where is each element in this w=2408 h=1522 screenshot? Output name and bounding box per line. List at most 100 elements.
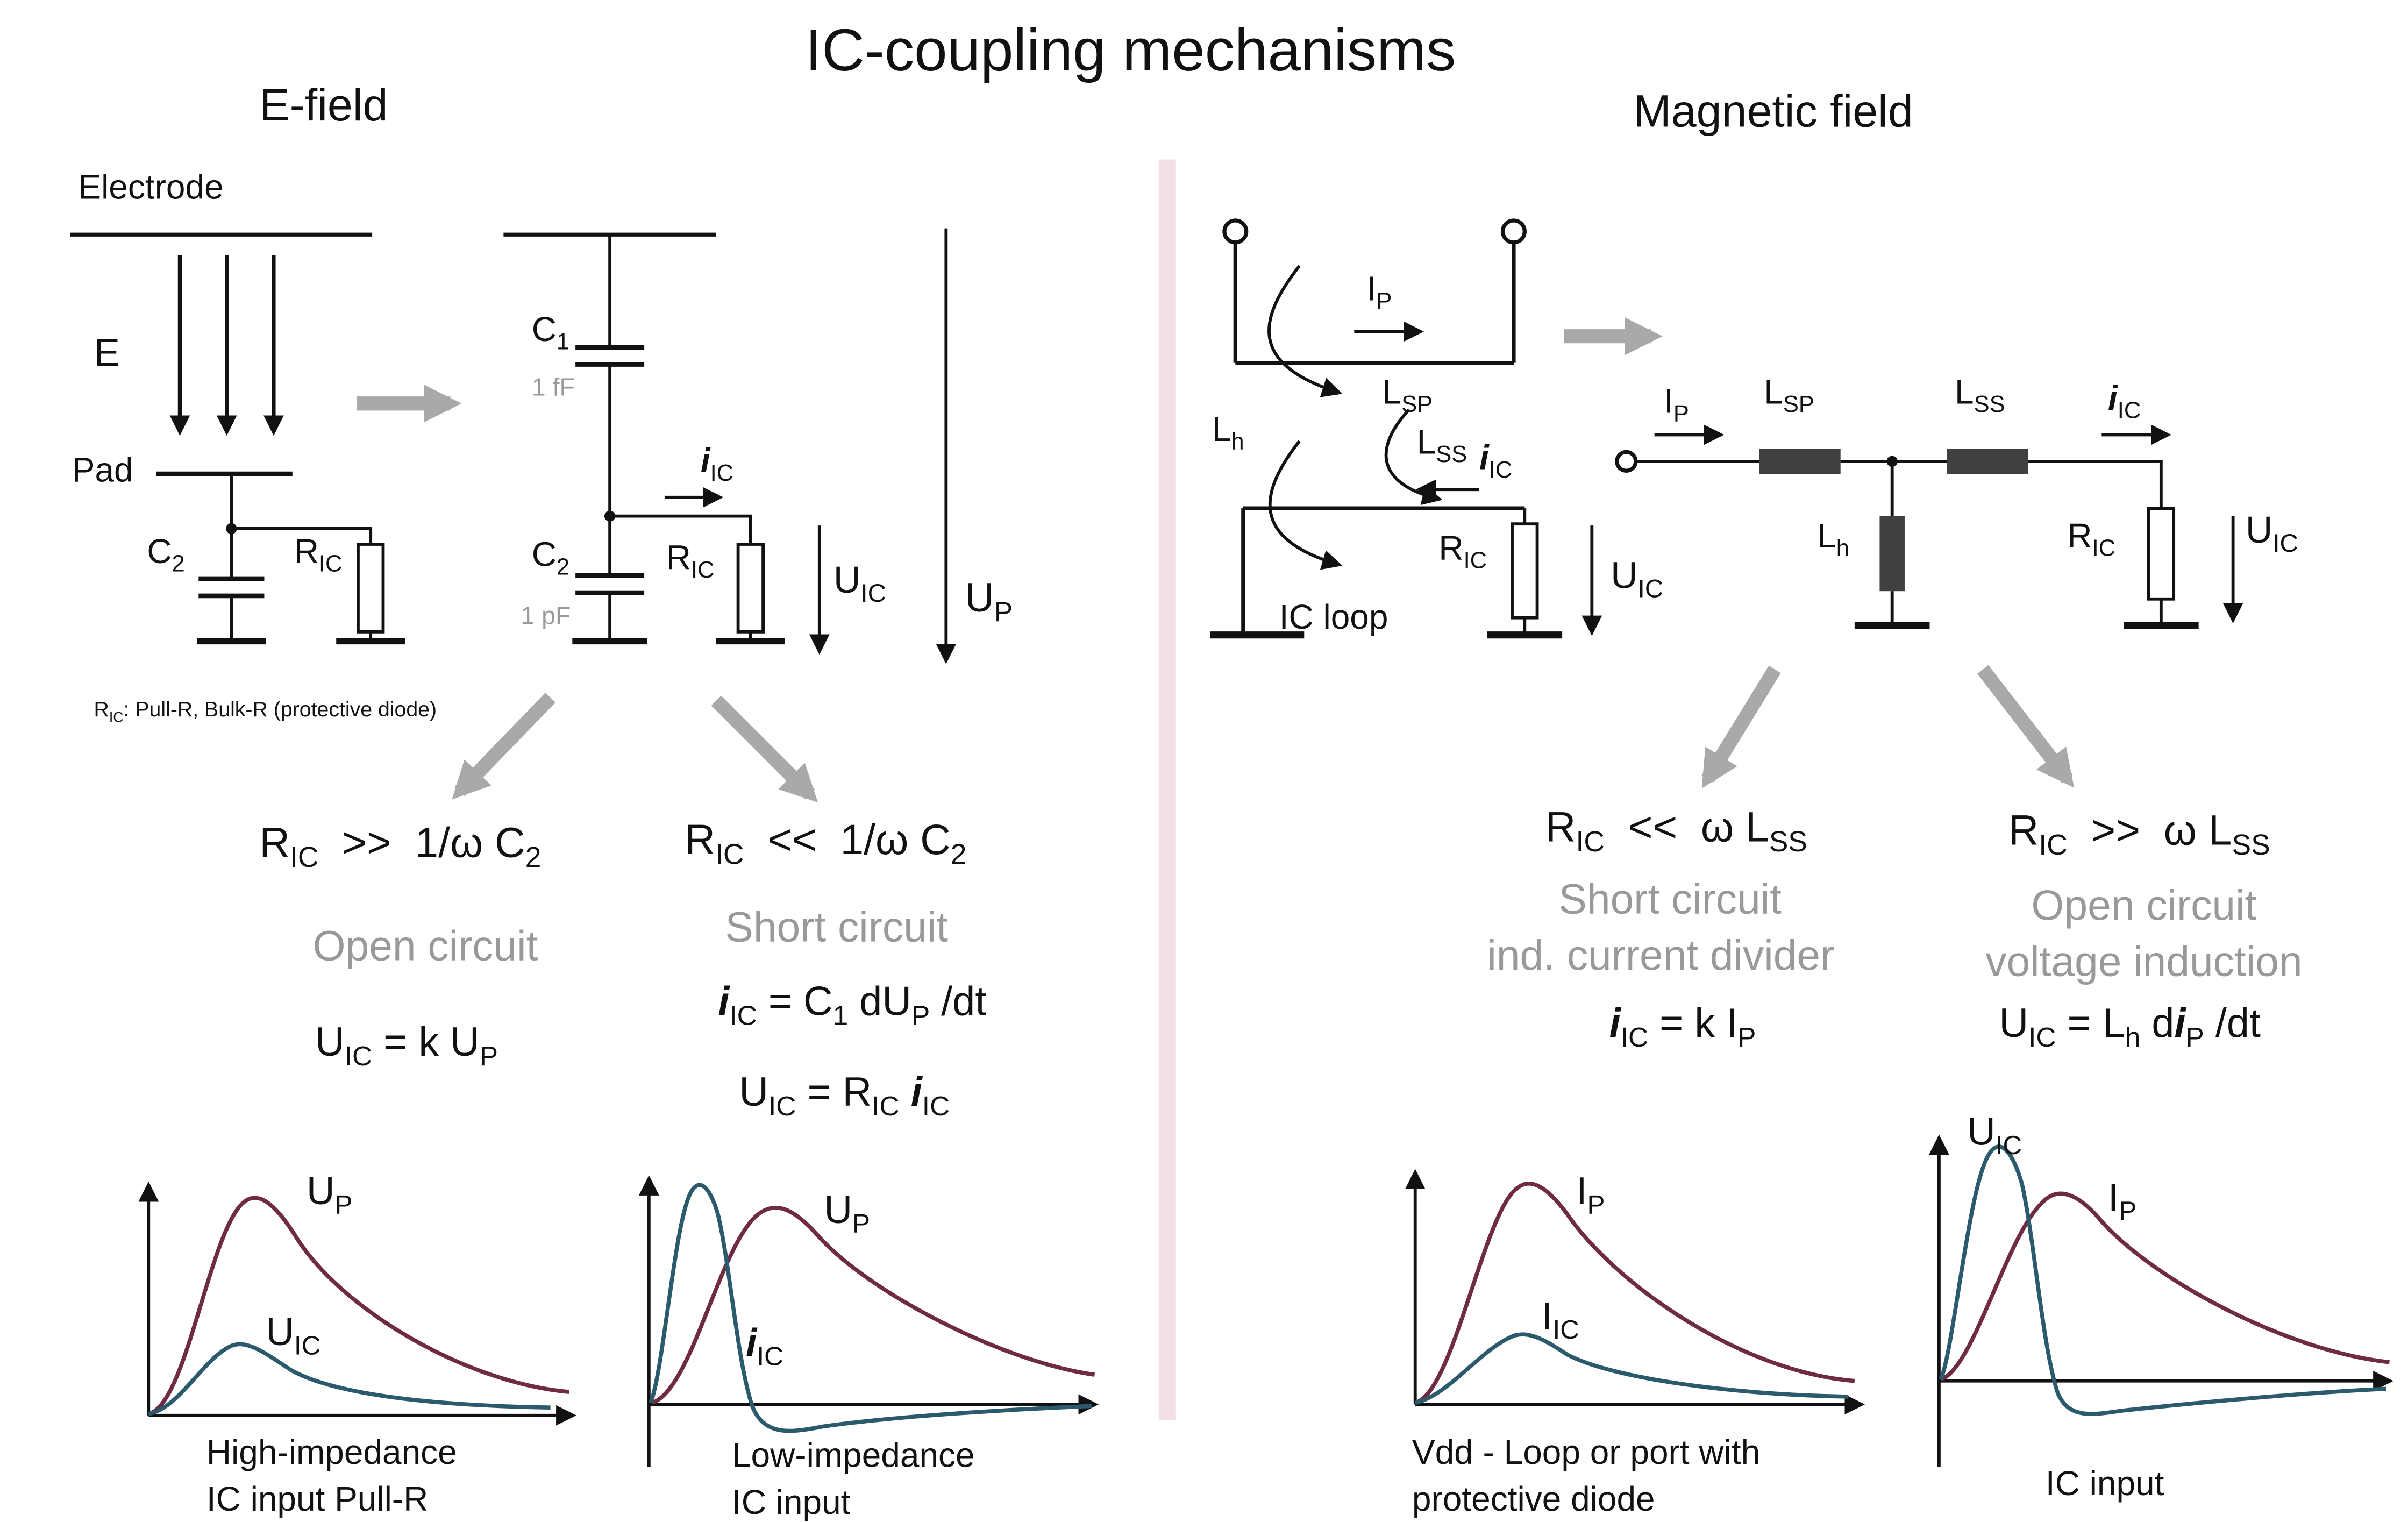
inductor-box-lss	[1947, 449, 2028, 474]
case-short-formula2: UIC = RIC iIC	[739, 1068, 950, 1122]
plot-vdd-iic-label: IIC	[1542, 1295, 1579, 1345]
ric-mid-label: RIC	[666, 538, 715, 584]
curve-ip	[1414, 1182, 1855, 1405]
magnetic-source-circuit	[1210, 218, 1602, 639]
case-open-condition: RIC >> 1/ω C2	[259, 819, 542, 873]
curve-uic	[148, 1342, 551, 1416]
pad-label: Pad	[72, 450, 133, 490]
c2-value: 1 pF	[521, 603, 571, 630]
case-mopen-mode-1: Open circuit	[2031, 882, 2257, 929]
plot-ic-input	[1929, 1134, 2393, 1467]
lss-eq-label: LSS	[1955, 372, 2005, 418]
ric-source-label: RIC	[294, 531, 343, 578]
lsp-loop-label: LSP	[1382, 372, 1433, 418]
curve-up	[148, 1196, 569, 1416]
magnetic-equivalent-circuit	[1615, 424, 2243, 629]
plot-low-caption-2: IC input	[731, 1482, 851, 1522]
curve-ip	[1940, 1191, 2390, 1382]
case-arrow	[711, 695, 818, 803]
plot-high-uic-label: UIC	[266, 1310, 321, 1361]
efield-header: E-field	[259, 81, 388, 132]
section-divider	[1158, 159, 1176, 1420]
terminal-circle	[1222, 218, 1249, 245]
ric-loop-label: RIC	[1438, 528, 1487, 575]
plot-vdd-ip-label: IP	[1576, 1170, 1605, 1220]
plot-low-caption-1: Low-impedance	[731, 1435, 975, 1475]
plot-high-caption-2: IC input Pull-R	[206, 1479, 429, 1519]
plot-vdd-loop	[1405, 1169, 1865, 1415]
terminal-circle	[1615, 450, 1638, 473]
ric-eq-label: RIC	[2067, 516, 2116, 563]
case-mopen-condition: RIC >> ω LSS	[2008, 807, 2270, 861]
terminal-circle	[1500, 218, 1527, 245]
iic-mid-label: iIC	[700, 441, 734, 487]
uic-loop-label: UIC	[1611, 555, 1664, 603]
inductor-box-lh	[1879, 516, 1905, 592]
curve-iic	[649, 1183, 1092, 1433]
plot-high-caption-1: High-impedance	[206, 1432, 457, 1472]
resistor-box	[2147, 507, 2176, 601]
case-short-condition: RIC << 1/ω C2	[685, 816, 967, 870]
case-short-mode: Short circuit	[725, 904, 949, 951]
plot-high-up-label: UP	[306, 1170, 353, 1220]
case-short-formula1: iIC = C1 dUP /dt	[718, 977, 987, 1031]
ric-footnote: RIC: Pull-R, Bulk-R (protective diode)	[94, 697, 437, 726]
case-open-mode: Open circuit	[312, 922, 538, 970]
efield-equivalent-circuit	[503, 228, 957, 664]
uic-eq-label: UIC	[2245, 510, 2298, 558]
ic-loop-label: IC loop	[1279, 597, 1388, 637]
plot-high-impedance	[138, 1181, 576, 1426]
iic-loop-label: iIC	[1479, 438, 1513, 484]
page-title: IC-coupling mechanisms	[805, 18, 1456, 85]
lh-loop-label: Lh	[1212, 409, 1244, 456]
iic-eq-label: iIC	[2107, 378, 2141, 425]
curve-iic	[1414, 1332, 1849, 1405]
case-mshort-mode-1: Short circuit	[1558, 876, 1782, 923]
ip-eq-label: IP	[1664, 381, 1689, 428]
plot-low-impedance	[638, 1175, 1099, 1467]
resistor-box	[357, 543, 385, 634]
plot-input-caption: IC input	[2045, 1463, 2164, 1503]
case-arrow	[1977, 665, 2075, 788]
curve-uic	[1939, 1144, 2386, 1416]
case-mopen-formula: UIC = Lh diP /dt	[1999, 999, 2261, 1053]
case-mshort-formula: iIC = k IP	[1609, 999, 1756, 1053]
resistor-box	[1511, 522, 1539, 620]
plot-vdd-caption-2: protective diode	[1412, 1479, 1655, 1519]
c1-label: C1	[531, 309, 570, 356]
case-arrow	[452, 692, 556, 800]
plot-input-ip-label: IP	[2107, 1176, 2137, 1226]
resistor-box	[736, 543, 765, 634]
ip-loop-label: IP	[1366, 269, 1392, 315]
magnetic-header: Magnetic field	[1633, 87, 1913, 138]
e-label: E	[94, 331, 120, 375]
wire	[610, 514, 752, 544]
curve-up	[651, 1205, 1095, 1405]
lsp-eq-label: LSP	[1764, 372, 1814, 418]
efield-source-circuit	[70, 232, 405, 645]
case-open-formula: UIC = k UP	[315, 1018, 498, 1072]
c2-mid-label: C2	[531, 535, 570, 581]
c1-value: 1 fF	[531, 375, 575, 402]
plot-low-iic-label: iIC	[746, 1321, 783, 1372]
efield-case-arrows	[452, 692, 818, 803]
flux-arrow	[1268, 440, 1343, 570]
inductor-box-lsp	[1759, 449, 1841, 474]
plot-input-uic-label: UIC	[1967, 1110, 2022, 1161]
uic-mid-label: UIC	[833, 560, 886, 608]
up-mid-label: UP	[965, 574, 1013, 628]
electrode-label: Electrode	[78, 167, 224, 207]
case-mshort-condition: RIC << ω LSS	[1545, 803, 1807, 858]
plot-low-up-label: UP	[824, 1189, 871, 1239]
c2-source-label: C2	[147, 531, 185, 578]
case-mshort-mode-2: ind. current divider	[1487, 932, 1835, 979]
case-arrow	[1701, 665, 1781, 789]
wire	[2028, 459, 2163, 509]
lss-loop-label: LSS	[1416, 422, 1467, 468]
wire	[231, 527, 373, 544]
case-mopen-mode-2: voltage induction	[1985, 938, 2303, 986]
lh-eq-label: Lh	[1817, 516, 1849, 563]
plot-vdd-caption-1: Vdd - Loop or port with	[1412, 1432, 1761, 1472]
